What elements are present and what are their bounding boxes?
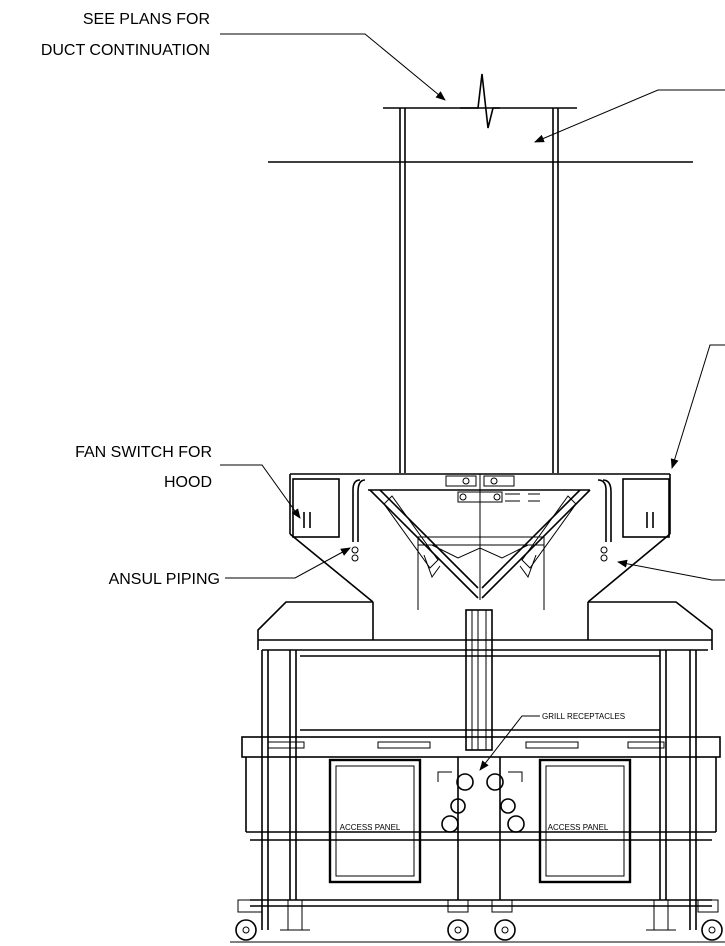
grill-receptacles-label: GRILL RECEPTACLES (542, 712, 625, 721)
exhaust-hood (289, 473, 671, 610)
caster-5 (646, 899, 676, 931)
leader-nozzle-note (617, 559, 725, 581)
cabinet-frame (241, 650, 721, 930)
caster-6 (697, 899, 723, 941)
leader-ansul-piping (225, 547, 351, 579)
caster-3 (447, 899, 469, 941)
fan-switch-label-line1: FAN SWITCH FOR (75, 444, 212, 461)
see-plans-label-line1: SEE PLANS FOR (83, 11, 210, 28)
leader-duct-note (534, 89, 725, 143)
access-panel-right: ACCESS PANEL (538, 758, 632, 884)
leader-see-plans (220, 33, 446, 101)
leader-hood-note (670, 344, 725, 469)
casters (230, 899, 725, 943)
leader-fan-switch (220, 464, 301, 519)
access-panel-right-label: ACCESS PANEL (548, 823, 609, 832)
caster-4 (491, 899, 516, 941)
caster-1 (235, 899, 263, 941)
see-plans-label-line2: DUCT CONTINUATION (41, 42, 210, 59)
access-panel-left-label: ACCESS PANEL (340, 823, 401, 832)
access-panel-left: ACCESS PANEL (328, 758, 422, 884)
fan-switch-label-line2: HOOD (164, 474, 212, 491)
exhaust-duct (268, 73, 693, 473)
canopy (257, 601, 713, 731)
center-column (465, 609, 493, 751)
ansul-piping-label: ANSUL PIPING (109, 571, 220, 588)
grill-receptacles (437, 715, 540, 833)
caster-2 (280, 899, 310, 931)
